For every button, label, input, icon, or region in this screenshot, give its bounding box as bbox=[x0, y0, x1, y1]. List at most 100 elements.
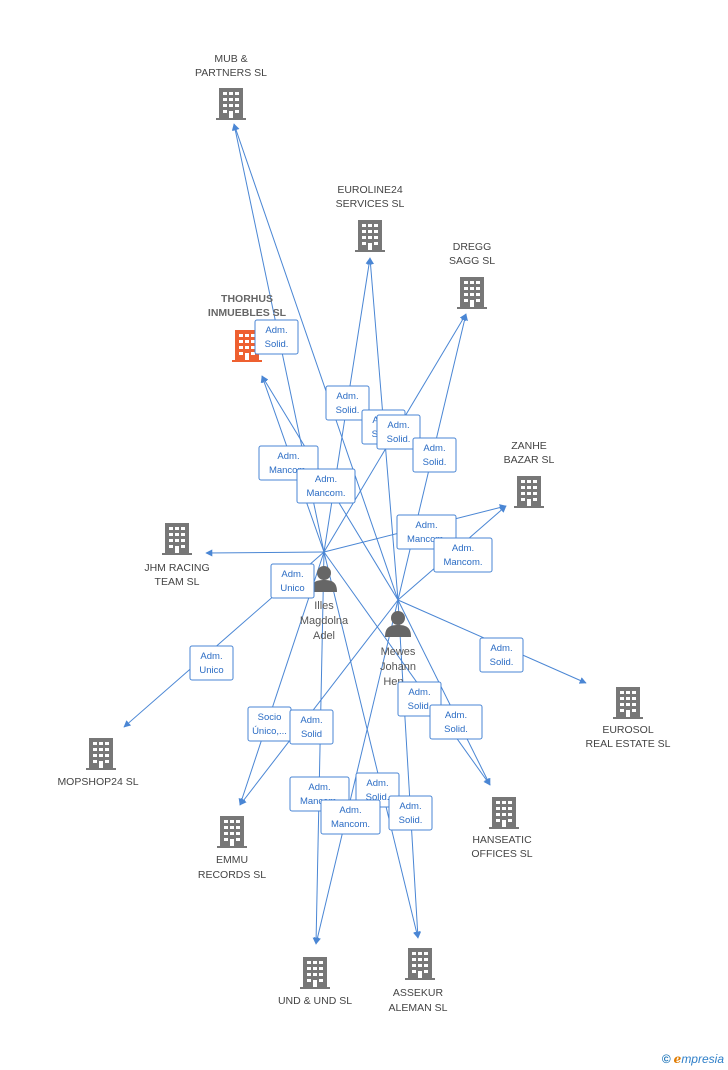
company-label: MOPSHOP24 SL bbox=[57, 776, 138, 788]
copyright-symbol: © bbox=[661, 1052, 671, 1066]
role-box[interactable]: Adm. Unico bbox=[189, 645, 234, 681]
svg-text:Solid.: Solid. bbox=[366, 792, 390, 803]
company-zanhe[interactable]: ZANHE BAZAR SL bbox=[504, 440, 555, 508]
building-icon bbox=[217, 816, 247, 848]
svg-text:Socio: Socio bbox=[258, 712, 282, 723]
svg-text:Solid.: Solid. bbox=[265, 339, 289, 350]
svg-text:Adm.: Adm. bbox=[277, 451, 299, 462]
person-label: Illes bbox=[314, 600, 334, 612]
company-label: MUB & bbox=[214, 53, 247, 65]
svg-text:Adm.: Adm. bbox=[308, 782, 330, 793]
role-box[interactable]: Adm.Solid. bbox=[254, 319, 299, 355]
role-box[interactable]: Adm.Solid. bbox=[429, 704, 483, 740]
company-label: ASSEKUR bbox=[393, 987, 444, 999]
svg-text:Mancom.: Mancom. bbox=[306, 488, 345, 499]
role-box[interactable]: Adm. Solid. bbox=[412, 437, 457, 473]
company-label: EUROLINE24 bbox=[337, 184, 403, 196]
svg-text:Mancom.: Mancom. bbox=[300, 796, 339, 807]
company-label: TEAM SL bbox=[155, 576, 200, 588]
svg-text:Solid.: Solid. bbox=[336, 405, 360, 416]
company-emmu[interactable]: EMMU RECORDS SL bbox=[198, 816, 266, 881]
company-dregg[interactable]: DREGG SAGG SL bbox=[449, 241, 495, 309]
role-box[interactable]: Adm.Solid. bbox=[388, 795, 433, 831]
svg-text:Mancom.: Mancom. bbox=[269, 465, 308, 476]
svg-text:Mancom.: Mancom. bbox=[443, 557, 482, 568]
building-icon bbox=[489, 797, 519, 829]
person-illes[interactable]: Illes Magdolna Adel bbox=[300, 566, 349, 642]
company-label: REAL ESTATE SL bbox=[586, 738, 671, 750]
company-eurosol[interactable]: EUROSOL REAL ESTATE SL bbox=[586, 687, 671, 750]
svg-text:Adm.: Adm. bbox=[336, 391, 358, 402]
role-box[interactable]: Adm.Solid. bbox=[376, 414, 421, 450]
company-label: THORHUS bbox=[221, 293, 273, 305]
person-label: Johann bbox=[380, 661, 416, 673]
role-box[interactable]: Adm. Unico bbox=[270, 563, 315, 599]
role-box[interactable]: SocioÚnico,... bbox=[247, 706, 292, 742]
svg-text:Adm.: Adm. bbox=[445, 710, 467, 721]
company-mopshop[interactable]: MOPSHOP24 SL bbox=[57, 738, 139, 788]
company-mub[interactable]: MUB & PARTNERS SL bbox=[195, 53, 267, 120]
edge-illes-hanseatic bbox=[323, 551, 491, 786]
company-label: SAGG SL bbox=[449, 255, 495, 267]
building-icon bbox=[162, 523, 192, 555]
svg-text:Unico: Unico bbox=[199, 665, 223, 676]
building-icon bbox=[300, 957, 330, 989]
svg-text:Adm.: Adm. bbox=[339, 805, 361, 816]
role-box[interactable]: Adm.Solid. bbox=[479, 637, 524, 673]
company-jhm[interactable]: JHM RACING TEAM SL bbox=[144, 523, 210, 588]
svg-text:Solid.: Solid. bbox=[423, 457, 447, 468]
building-icon bbox=[405, 948, 435, 980]
company-label: OFFICES SL bbox=[471, 848, 532, 860]
edge-mewes-und bbox=[314, 599, 399, 945]
company-label: EUROSOL bbox=[602, 724, 654, 736]
company-und[interactable]: UND & UND SL bbox=[278, 957, 352, 1007]
brand-name: mpresia bbox=[681, 1052, 724, 1066]
svg-text:Adm.: Adm. bbox=[281, 569, 303, 580]
role-box[interactable]: Adm. Mancom. bbox=[433, 537, 493, 573]
company-label: RECORDS SL bbox=[198, 869, 266, 881]
role-box[interactable]: Adm.Mancom. bbox=[296, 468, 356, 504]
svg-text:Adm.: Adm. bbox=[490, 643, 512, 654]
company-label: DREGG bbox=[453, 241, 492, 253]
svg-text:Adm.: Adm. bbox=[415, 520, 437, 531]
svg-text:Adm.: Adm. bbox=[452, 543, 474, 554]
svg-text:Único,...: Único,... bbox=[252, 726, 287, 737]
company-assekur[interactable]: ASSEKUR ALEMAN SL bbox=[389, 948, 448, 1014]
svg-text:Mancom.: Mancom. bbox=[331, 819, 370, 830]
building-icon bbox=[514, 476, 544, 508]
building-icon bbox=[457, 277, 487, 309]
svg-text:Adm.: Adm. bbox=[366, 778, 388, 789]
company-hanseatic[interactable]: HANSEATIC OFFICES SL bbox=[471, 797, 533, 860]
building-icon bbox=[355, 220, 385, 252]
edge-illes-assekur bbox=[323, 551, 420, 939]
person-label: Magdolna bbox=[300, 615, 349, 627]
role-box[interactable]: Adm. Solid. bbox=[325, 385, 370, 421]
svg-text:Adm.: Adm. bbox=[200, 651, 222, 662]
person-icon bbox=[385, 611, 411, 637]
person-mewes[interactable]: Mewes Johann Hen... bbox=[380, 611, 416, 688]
companies-layer: MUB & PARTNERS SL EUROLINE24 SERVICES SL… bbox=[57, 53, 670, 1014]
edge-mewes-assekur bbox=[397, 599, 422, 939]
company-label: BAZAR SL bbox=[504, 454, 555, 466]
company-label: SERVICES SL bbox=[336, 198, 405, 210]
svg-text:Solid: Solid bbox=[301, 729, 322, 740]
role-box[interactable]: Adm.Solid bbox=[289, 709, 334, 745]
company-thorhus[interactable]: THORHUS INMUEBLES SL bbox=[208, 293, 287, 362]
edge-illes-und bbox=[312, 551, 325, 945]
company-label: ALEMAN SL bbox=[389, 1002, 448, 1014]
svg-text:Solid.: Solid. bbox=[399, 815, 423, 826]
person-label: Mewes bbox=[381, 646, 416, 658]
brand-logo-initial: e bbox=[673, 1052, 682, 1066]
edge-mewes-mub bbox=[232, 123, 399, 601]
role-box[interactable]: Adm. Mancom. bbox=[320, 799, 381, 835]
company-label: EMMU bbox=[216, 854, 248, 866]
svg-text:Mancom.: Mancom. bbox=[407, 534, 446, 545]
svg-text:Unico: Unico bbox=[280, 583, 304, 594]
building-icon bbox=[216, 88, 246, 120]
company-euroline[interactable]: EUROLINE24 SERVICES SL bbox=[336, 184, 405, 252]
role-box[interactable]: Adm. Solid. bbox=[355, 772, 400, 808]
svg-text:Adm.: Adm. bbox=[423, 443, 445, 454]
edge-illes-jhm bbox=[205, 549, 325, 557]
roles-layer: Adm.Solid. Adm.Solid. Adm.Solid. Adm.Sol… bbox=[189, 319, 524, 835]
svg-text:Adm.: Adm. bbox=[387, 420, 409, 431]
